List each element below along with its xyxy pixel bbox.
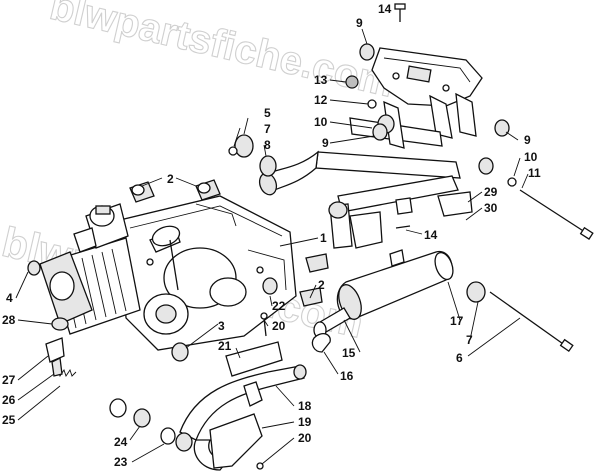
engine-mount-frame [258,47,483,249]
callout-19: 19 [298,415,312,429]
callout-18: 18 [298,399,312,413]
callout-17: 17 [450,314,464,328]
engine-mount-hardware [27,179,329,362]
callout-5: 5 [264,106,271,120]
callout-11: 11 [528,166,541,180]
callout-14: 14 [378,2,392,16]
leader-lines [15,12,529,465]
callout-23: 23 [114,455,128,469]
callout-15: 15 [342,346,356,360]
callout-2: 2 [318,278,325,292]
callout-6: 6 [456,351,463,365]
callout-27: 27 [2,373,16,387]
callout-28: 28 [2,313,16,327]
callout-20: 20 [272,319,286,333]
callout-13: 13 [314,73,328,87]
callout-2: 2 [167,172,174,186]
callout-29: 29 [484,185,498,199]
callout-22: 22 [272,299,286,313]
callout-25: 25 [2,413,16,427]
callout-9: 9 [524,133,531,147]
callout-numbers: 14 9 13 12 10 9 5 7 8 9 10 11 2 29 30 1 … [2,2,541,469]
callout-10: 10 [314,115,328,129]
watermark-top: blwpartsfiche.com [46,0,398,106]
long-bolts [394,3,594,353]
frame-bushings [228,43,517,187]
callout-4: 4 [6,291,13,305]
callout-20: 20 [298,431,312,445]
callout-7: 7 [264,122,271,136]
callout-14: 14 [424,228,438,242]
callout-3: 3 [218,319,225,333]
callout-30: 30 [484,201,498,215]
callout-24: 24 [114,435,128,449]
callout-16: 16 [340,369,354,383]
callout-7: 7 [466,333,473,347]
callout-9: 9 [356,16,363,30]
callout-21: 21 [218,339,232,353]
muffler [313,249,486,339]
engine [39,195,297,351]
callout-10: 10 [524,150,538,164]
callout-12: 12 [314,93,328,107]
callout-8: 8 [264,138,271,152]
callout-9: 9 [322,136,329,150]
exhaust-system [45,312,331,471]
callout-1: 1 [320,231,327,245]
callout-26: 26 [2,393,16,407]
